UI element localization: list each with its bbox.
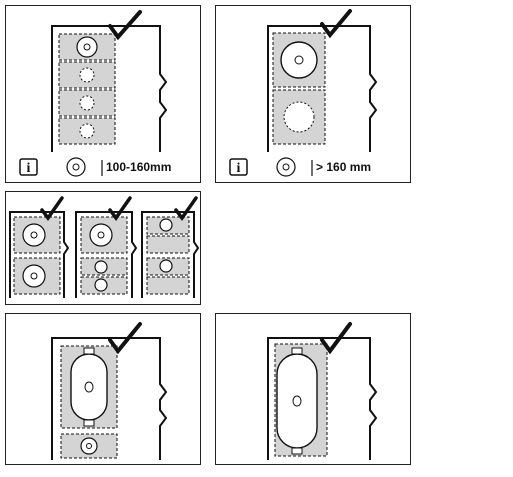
pot-size-label: > 160 mm	[316, 160, 371, 174]
pot-size-label: 100-160mm	[106, 160, 171, 174]
pot-size-icon	[66, 157, 103, 177]
pot-size-icon	[276, 157, 313, 177]
hob-configurations-diagram	[9, 196, 200, 298]
checkmark-icon	[108, 322, 142, 355]
hob-diagram-large: i > 160 mm	[229, 9, 378, 177]
checkmark-icon	[108, 10, 142, 41]
panel-oval-pan-with-pot	[5, 313, 201, 465]
info-icon: i	[19, 158, 38, 176]
hob-diagram-oval-large	[267, 322, 378, 460]
checkmark-icon	[320, 322, 352, 355]
hob-diagram-small: i 100-160mm	[19, 10, 171, 177]
svg-text:i: i	[27, 161, 31, 176]
hob-diagram-oval-pot	[51, 322, 168, 460]
panel-large-oval-pan	[215, 313, 411, 465]
panel-large-pots: i > 160 mm	[215, 5, 411, 183]
svg-text:i: i	[237, 161, 241, 176]
info-icon: i	[229, 158, 248, 176]
checkmark-icon	[320, 9, 352, 39]
panel-small-pots: i 100-160mm	[5, 5, 201, 183]
panel-configurations	[5, 191, 201, 305]
